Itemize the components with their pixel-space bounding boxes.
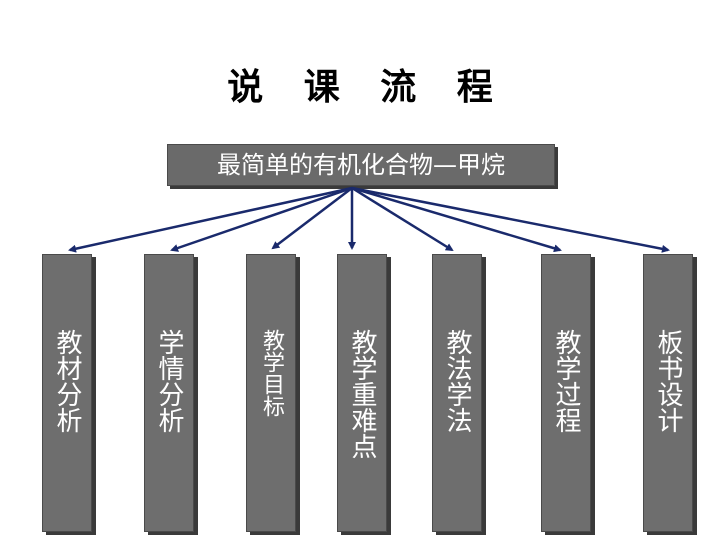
column-label-4: 教学重难点 — [347, 329, 377, 459]
arrow-1 — [68, 186, 353, 253]
column-box-1: 教材分析 — [42, 254, 92, 532]
column-box-2: 学情分析 — [144, 254, 194, 532]
column-box-4: 教学重难点 — [337, 254, 387, 532]
arrow-6 — [351, 186, 562, 253]
column-label-2: 学情分析 — [154, 329, 184, 433]
column-label-5: 教法学法 — [442, 329, 472, 433]
page-title: 说 课 流 程 — [227, 67, 507, 108]
column-label-3: 教学目标 — [259, 329, 284, 417]
column-box-5: 教法学法 — [432, 254, 482, 532]
column-box-6: 教学过程 — [541, 254, 591, 532]
arrow-2 — [170, 186, 353, 252]
column-label-6: 教学过程 — [551, 329, 581, 433]
arrow-5 — [351, 186, 454, 252]
column-box-3: 教学目标 — [246, 254, 296, 532]
column-label-7: 板书设计 — [653, 329, 683, 433]
root-topic-box: 最简单的有机化合物—甲烷 — [167, 144, 555, 186]
column-label-1: 教材分析 — [52, 329, 82, 433]
arrow-7 — [351, 186, 670, 253]
arrow-3 — [271, 187, 353, 250]
column-box-7: 板书设计 — [643, 254, 693, 532]
